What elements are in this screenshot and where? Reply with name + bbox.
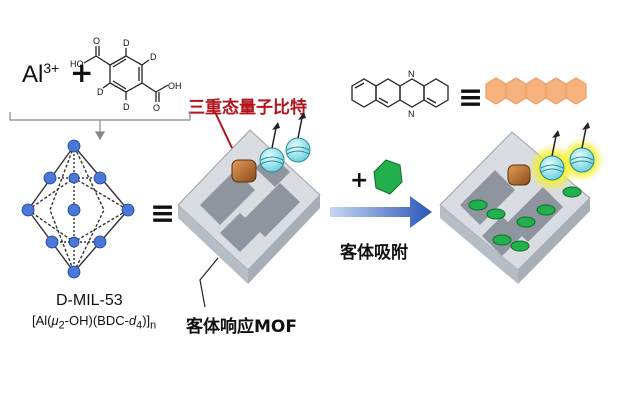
atom-d-3: D [97, 87, 104, 97]
orange-hexagon-chain [485, 77, 587, 105]
spin-qubits-middle [259, 112, 311, 173]
spin-qubits-right-glow [528, 122, 604, 192]
pentacene-guest-right [507, 164, 531, 186]
mof-formula-label: [Al(μ2-OH)(BDC-d4)]n [32, 313, 157, 332]
atom-o-right: O [153, 103, 160, 113]
pentacene-guest-middle [231, 159, 257, 183]
guest-responsive-mof-label: 客体响应MOF [186, 317, 297, 337]
reaction-bracket [9, 112, 191, 141]
equals-sign-2: ≡ [458, 80, 484, 115]
al-nodes [21, 139, 135, 279]
atom-oh-right: OH [168, 81, 182, 91]
equals-sign-1: ≡ [150, 196, 176, 231]
pentacene-n-labels: N N [408, 69, 415, 119]
atom-d-4: D [123, 102, 130, 112]
atom-n-top: N [408, 69, 415, 79]
atom-d-2: D [150, 52, 157, 62]
triplet-qubit-label: 三重态量子比特 [188, 98, 307, 118]
guest-adsorption-label: 客体吸附 [340, 243, 408, 263]
atom-o-left: O [93, 36, 100, 46]
pentacene-structure [351, 78, 449, 108]
bdc-atom-labels: O HO O OH D D D D [70, 36, 182, 113]
al-ion-label: Al3+ [22, 60, 60, 88]
triplet-pointer-line [214, 111, 233, 149]
atom-n-bottom: N [408, 109, 415, 119]
mof-pointer-line [199, 257, 219, 308]
bdc-d4-molecule [83, 46, 169, 102]
adsorption-arrow-icon [330, 196, 432, 228]
atom-d-1: D [123, 38, 130, 48]
atom-ho-left: HO [70, 59, 84, 69]
plus-sign-2: + [350, 168, 369, 193]
green-guest-icon [373, 159, 403, 195]
plus-sign-1: + [70, 56, 94, 89]
mof-block-middle [177, 129, 321, 284]
green-guests-adsorbed [468, 186, 582, 252]
mof-name-label: D-MIL-53 [56, 292, 123, 309]
